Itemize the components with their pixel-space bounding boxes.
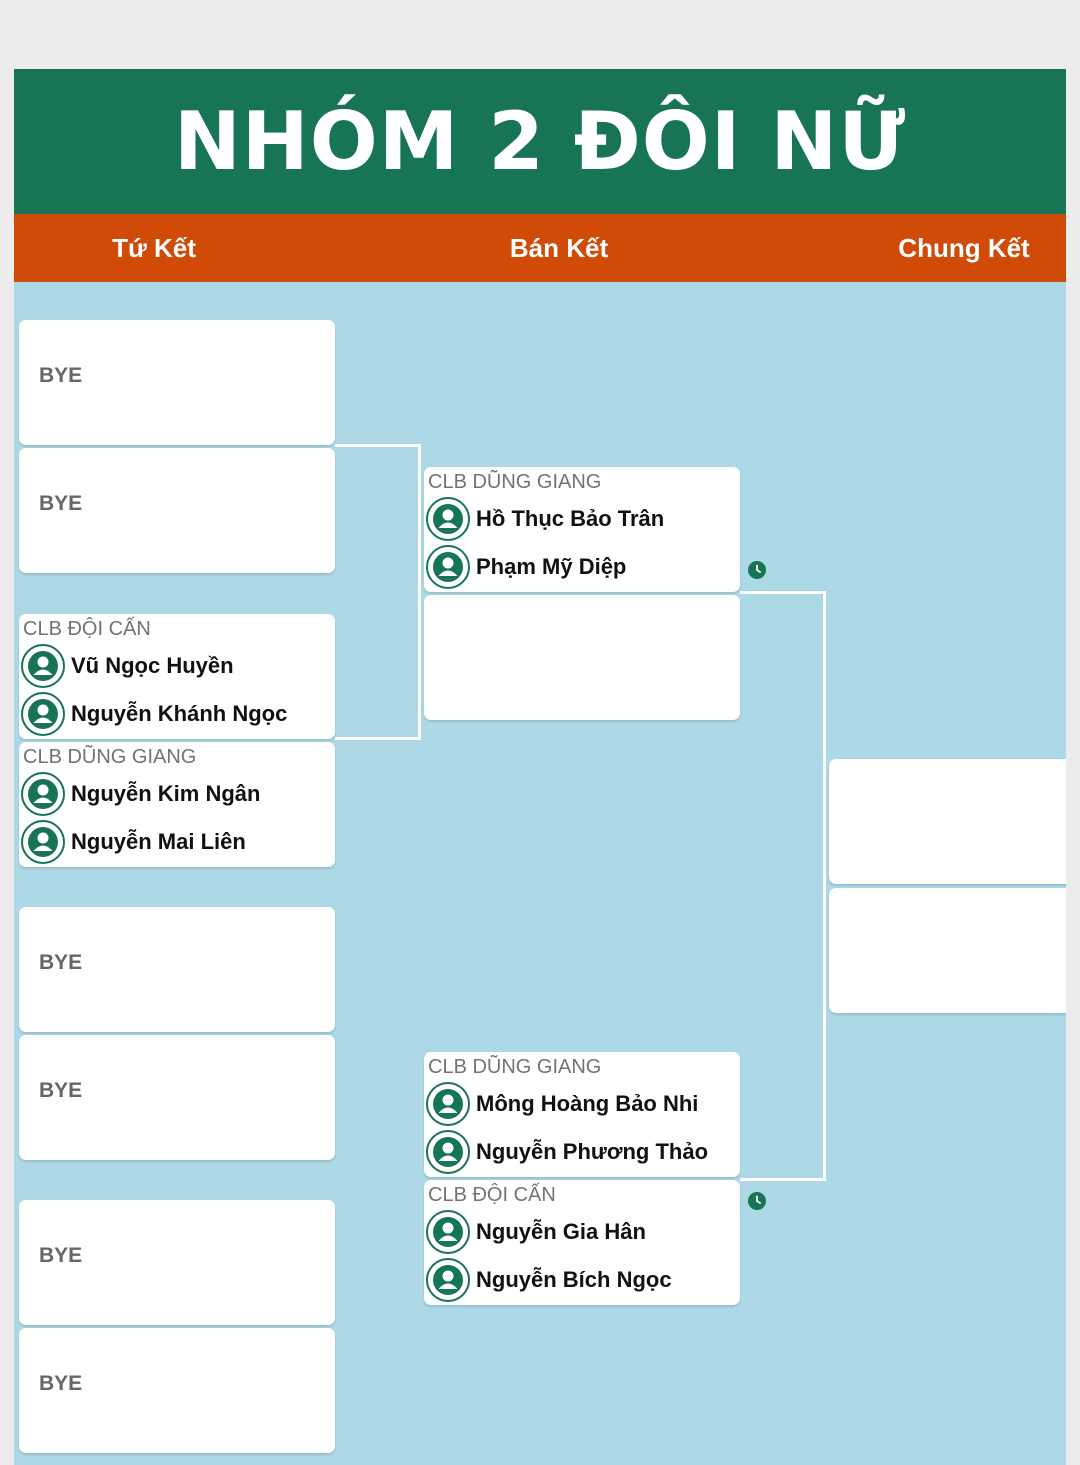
player-row: Mông Hoàng Bảo Nhi: [426, 1082, 698, 1126]
player-row: Nguyễn Kim Ngân: [21, 772, 260, 816]
bye-label: BYE: [39, 364, 83, 387]
match-slot-bye[interactable]: BYE: [19, 1035, 335, 1160]
club-name: CLB ĐỘI CẤN: [428, 1184, 556, 1206]
user-avatar-icon: [426, 545, 470, 589]
round-label-semifinal: Bán Kết: [509, 233, 609, 263]
player-name: Phạm Mỹ Diệp: [476, 554, 627, 579]
match-slot-bye[interactable]: BYE: [19, 1328, 335, 1453]
match-slot-bye[interactable]: BYE: [19, 907, 335, 1032]
player-name: Nguyễn Khánh Ngọc: [71, 701, 288, 726]
bye-label: BYE: [39, 1372, 83, 1395]
match-slot-bye[interactable]: BYE: [19, 1200, 335, 1325]
player-name: Hồ Thục Bảo Trân: [476, 506, 665, 531]
player-name: Nguyễn Phương Thảo: [476, 1139, 709, 1164]
team-card[interactable]: CLB ĐỘI CẤN Nguyễn Gia Hân Nguyễn Bích N…: [424, 1180, 740, 1305]
title-bar: NHÓM 2 ĐÔI NỮ: [14, 69, 1066, 214]
club-name: CLB DŨNG GIANG: [428, 471, 602, 493]
team-card[interactable]: CLB DŨNG GIANG Mông Hoàng Bảo Nhi Nguyễn…: [424, 1052, 740, 1177]
player-name: Nguyễn Mai Liên: [71, 829, 246, 854]
bracket-connector: [335, 444, 421, 740]
bye-label: BYE: [39, 951, 83, 974]
match-slot-empty[interactable]: [424, 595, 740, 720]
player-row: Nguyễn Mai Liên: [21, 820, 246, 864]
team-card[interactable]: CLB DŨNG GIANG Hồ Thục Bảo Trân Phạm Mỹ …: [424, 467, 740, 592]
bye-label: BYE: [39, 1244, 83, 1267]
user-avatar-icon: [21, 772, 65, 816]
player-name: Mông Hoàng Bảo Nhi: [476, 1091, 699, 1116]
club-name: CLB ĐỘI CẤN: [23, 618, 151, 640]
clock-icon[interactable]: [748, 561, 766, 579]
user-avatar-icon: [426, 497, 470, 541]
clock-icon[interactable]: [748, 1192, 766, 1210]
round-header-bar: Tứ Kết Bán Kết Chung Kết: [14, 214, 1066, 282]
match-slot-bye[interactable]: BYE: [19, 320, 335, 445]
page-title: NHÓM 2 ĐÔI NỮ: [173, 95, 907, 188]
player-row: Hồ Thục Bảo Trân: [426, 497, 664, 541]
player-name: Nguyễn Bích Ngọc: [476, 1267, 672, 1292]
player-name: Nguyễn Kim Ngân: [71, 781, 261, 806]
player-row: Phạm Mỹ Diệp: [426, 545, 626, 589]
club-name: CLB DŨNG GIANG: [23, 746, 197, 768]
match-slot-bye[interactable]: BYE: [19, 448, 335, 573]
user-avatar-icon: [21, 644, 65, 688]
player-row: Nguyễn Gia Hân: [426, 1210, 646, 1254]
round-label-quarterfinal: Tứ Kết: [112, 233, 196, 263]
bracket-connector: [740, 591, 826, 1181]
team-card[interactable]: CLB ĐỘI CẤN Vũ Ngọc Huyền Nguyễn Khánh N…: [19, 614, 335, 739]
player-row: Nguyễn Khánh Ngọc: [21, 692, 287, 736]
bye-label: BYE: [39, 492, 83, 515]
team-card[interactable]: CLB DŨNG GIANG Nguyễn Kim Ngân Nguyễn Ma…: [19, 742, 335, 867]
player-row: Nguyễn Bích Ngọc: [426, 1258, 672, 1302]
player-row: Vũ Ngọc Huyền: [21, 644, 234, 688]
match-slot-empty[interactable]: [829, 888, 1066, 1013]
player-row: Nguyễn Phương Thảo: [426, 1130, 708, 1174]
player-name: Vũ Ngọc Huyền: [71, 653, 234, 678]
bye-label: BYE: [39, 1079, 83, 1102]
user-avatar-icon: [426, 1082, 470, 1126]
user-avatar-icon: [426, 1258, 470, 1302]
user-avatar-icon: [426, 1210, 470, 1254]
user-avatar-icon: [21, 692, 65, 736]
match-slot-empty[interactable]: [829, 759, 1066, 884]
user-avatar-icon: [426, 1130, 470, 1174]
user-avatar-icon: [21, 820, 65, 864]
bracket-frame: NHÓM 2 ĐÔI NỮ Tứ Kết Bán Kết Chung Kết B…: [14, 69, 1066, 1465]
club-name: CLB DŨNG GIANG: [428, 1056, 602, 1078]
player-name: Nguyễn Gia Hân: [476, 1219, 646, 1244]
round-label-final: Chung Kết: [898, 233, 1030, 263]
